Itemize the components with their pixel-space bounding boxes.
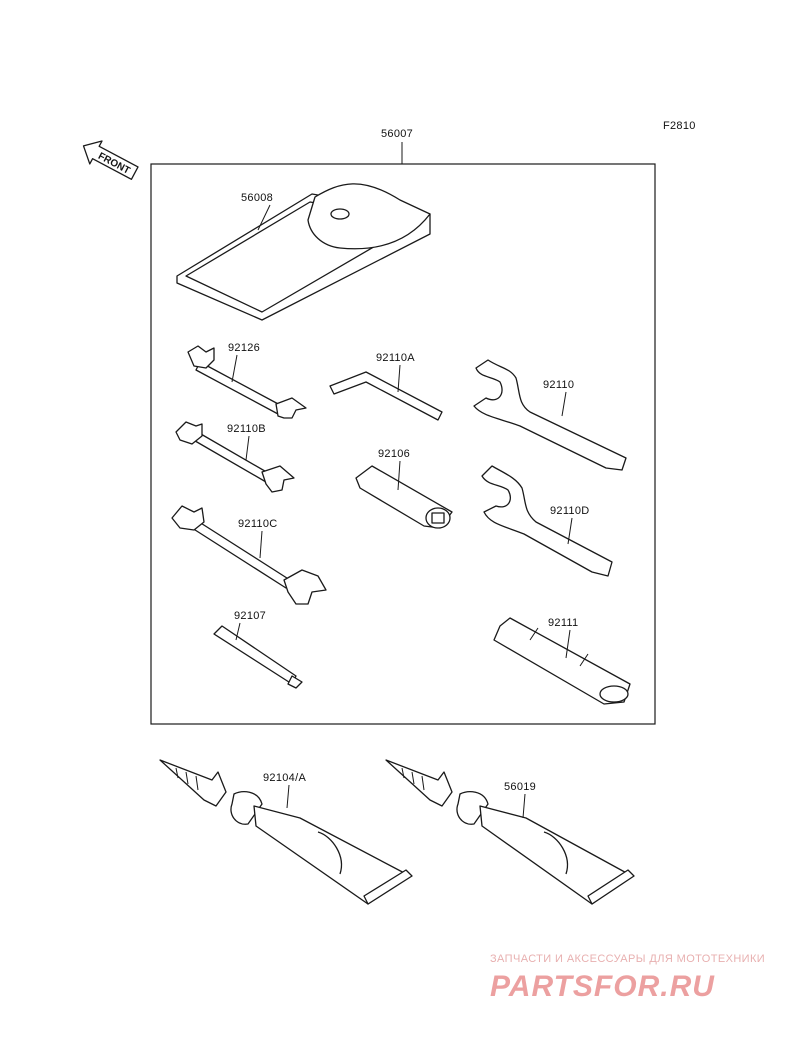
leader-92126 [231,354,238,383]
wrench-92126 [187,345,307,419]
grease-tube-92104A [159,759,413,905]
label-92110C: 92110C [238,518,278,530]
tool-kit-box [150,163,656,725]
leader-92104A [286,784,290,809]
label-92110: 92110 [543,379,574,391]
label-92126: 92126 [228,342,260,354]
watermark-brand: PARTSFOR.RU [490,970,715,1003]
label-92111: 92111 [548,617,578,629]
label-56019: 56019 [504,781,536,793]
handle-92111 [493,617,631,705]
label-92107: 92107 [234,610,266,622]
leader-56019 [522,793,526,819]
leader-92111 [565,629,571,659]
watermark-tagline: ЗАПЧАСТИ И АКСЕССУАРЫ ДЛЯ МОТОТЕХНИКИ [490,953,765,965]
socket-92106 [355,465,453,529]
label-92110B: 92110B [227,423,266,435]
front-arrow-icon: FRONT [82,140,139,180]
leader-92110D [567,517,573,545]
leader-92107 [235,622,241,641]
leader-92110B [245,435,250,461]
tool-pouch [176,183,431,321]
leader-92106 [397,460,401,491]
wrench-92110B [175,421,295,493]
label-56007: 56007 [381,128,413,140]
label-92106: 92106 [378,448,410,460]
hex-key-92110A [329,371,443,421]
grease-tube-56019 [385,759,635,905]
label-92110A: 92110A [376,352,415,364]
label-92110D: 92110D [550,505,590,517]
leader-92110 [561,391,567,417]
label-92104A: 92104/A [263,772,306,784]
leader-56008 [257,204,271,231]
label-56008: 56008 [241,192,273,204]
hook-spanner-92110 [473,359,627,471]
leader-92110C [259,530,263,559]
wrench-92110C [171,505,327,605]
watermark: ЗАПЧАСТИ И АКСЕССУАРЫ ДЛЯ МОТОТЕХНИКИ PA… [490,953,765,1003]
hook-spanner-92110D [481,465,613,577]
figure-code: F2810 [663,120,696,132]
screwdriver-bit-92107 [213,625,303,689]
leader-92110A [397,364,401,393]
